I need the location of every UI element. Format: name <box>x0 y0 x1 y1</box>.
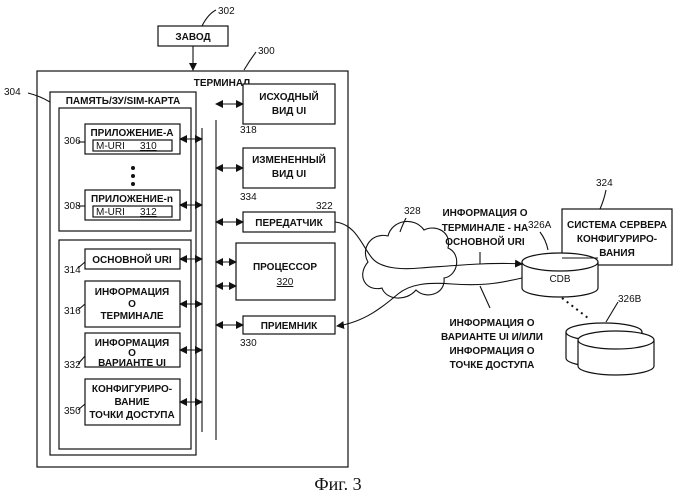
factory-label: ЗАВОД <box>175 32 210 43</box>
annotation-lower-leader <box>480 286 490 308</box>
ref-326a: 326A <box>528 220 552 231</box>
original-ui-box <box>243 84 335 124</box>
app-n-muri-ref: 312 <box>140 207 157 218</box>
db-b-front-top <box>578 331 654 349</box>
ref-328: 328 <box>404 206 421 217</box>
ref-324: 324 <box>596 178 613 189</box>
ref-304: 304 <box>4 87 21 98</box>
ellipsis-dot-1 <box>131 166 135 170</box>
figure-caption: Фиг. 3 <box>314 474 361 494</box>
leader-324 <box>600 190 606 209</box>
leader-300 <box>244 52 256 70</box>
app-a-muri-ref: 310 <box>140 141 157 152</box>
ref-326b: 326B <box>618 294 642 305</box>
annotation-lower-line4: ТОЧКЕ ДОСТУПА <box>450 360 535 371</box>
ap-config-line3: ТОЧКИ ДОСТУПА <box>89 410 174 421</box>
leader-326a <box>540 232 548 250</box>
app-a-muri-prefix: M-URI <box>96 141 125 152</box>
app-n-name: ПРИЛОЖЕНИЕ-n <box>91 194 173 205</box>
ui-variant-line3: ВАРИАНТЕ UI <box>98 358 166 369</box>
processor-label: ПРОЦЕССОР <box>253 262 317 273</box>
modified-ui-box <box>243 148 335 188</box>
ref-316: 316 <box>64 306 81 317</box>
annotation-lower-line3: ИНФОРМАЦИЯ О <box>449 346 534 357</box>
modified-ui-line1: ИЗМЕНЕННЫЙ <box>252 153 326 166</box>
leader-326b <box>606 302 618 322</box>
leader-302 <box>202 10 216 26</box>
terminal-info-line2: О <box>128 299 136 310</box>
memory-label: ПАМЯТЬ/ЗУ/SIM-КАРТА <box>66 96 181 107</box>
ellipsis-dot-2 <box>131 174 135 178</box>
ref-300: 300 <box>258 46 275 57</box>
annotation-upper-line1: ИНФОРМАЦИЯ О <box>442 208 527 219</box>
annotation-upper-line3: ОСНОВНОЙ URI <box>445 235 525 248</box>
ref-318: 318 <box>240 125 257 136</box>
transmitter-label: ПЕРЕДАТЧИК <box>255 218 323 229</box>
terminal-info-line1: ИНФОРМАЦИЯ <box>95 287 170 298</box>
terminal-info-line3: ТЕРМИНАЛЕ <box>100 311 163 322</box>
ap-config-line1: КОНФИГУРИРО- <box>92 384 172 395</box>
ref-350: 350 <box>64 406 81 417</box>
ref-330: 330 <box>240 338 257 349</box>
receiver-label: ПРИЕМНИК <box>261 321 318 332</box>
ref-334: 334 <box>240 192 257 203</box>
ref-322: 322 <box>316 201 333 212</box>
server-line2: КОНФИГУРИРО- <box>577 234 657 245</box>
primary-uri-label: ОСНОВНОЙ URI <box>92 253 172 266</box>
app-n-muri-prefix: M-URI <box>96 207 125 218</box>
server-line3: ВАНИЯ <box>599 248 635 259</box>
ellipsis-dot-3 <box>131 182 135 186</box>
ap-config-line2: ВАНИЕ <box>114 397 149 408</box>
terminal-label: ТЕРМИНАЛ <box>194 78 250 89</box>
app-a-name: ПРИЛОЖЕНИЕ-А <box>90 128 173 139</box>
original-ui-line1: ИСХОДНЫЙ <box>259 90 318 103</box>
server-line1: СИСТЕМА СЕРВЕРА <box>567 220 667 231</box>
ref-302: 302 <box>218 6 235 17</box>
ref-332: 332 <box>64 360 81 371</box>
modified-ui-line2: ВИД UI <box>272 169 307 180</box>
cdb-label: CDB <box>549 274 570 285</box>
ref-320: 320 <box>277 277 294 288</box>
annotation-lower-line1: ИНФОРМАЦИЯ О <box>449 318 534 329</box>
original-ui-line2: ВИД UI <box>272 106 307 117</box>
cdb-top <box>522 253 598 271</box>
db-dotted-link <box>562 298 588 318</box>
annotation-upper-line2: ТЕРМИНАЛЕ - НА <box>442 223 528 234</box>
ref-314: 314 <box>64 265 81 276</box>
annotation-lower-line2: ВАРИАНТЕ UI И/ИЛИ <box>441 332 543 343</box>
